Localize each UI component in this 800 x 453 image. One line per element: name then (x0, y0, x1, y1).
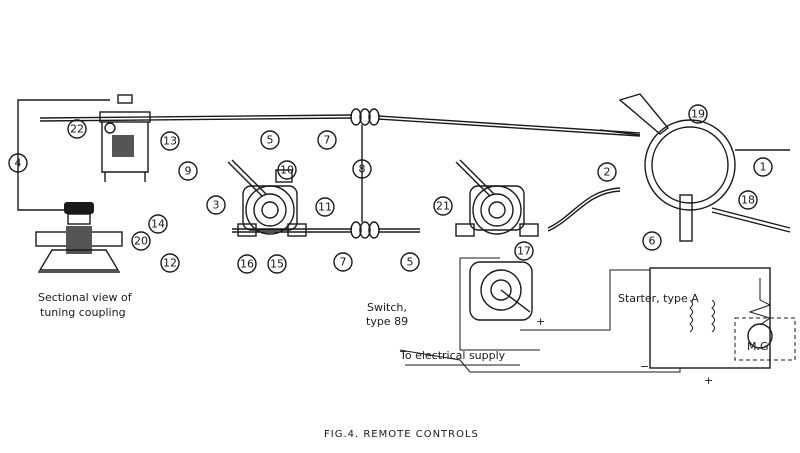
svg-text:18: 18 (741, 194, 755, 207)
svg-text:17: 17 (517, 245, 531, 258)
main-loop-unit (599, 93, 791, 242)
svg-text:4: 4 (15, 157, 22, 170)
svg-text:13: 13 (163, 135, 177, 148)
callout-10: 10 (277, 160, 297, 180)
callout-19: 19 (688, 104, 708, 124)
callout-18: 18 (738, 190, 758, 210)
upper-shaft-coupling (350, 108, 380, 126)
callout-9: 9 (178, 161, 198, 181)
callout-2: 2 (597, 162, 617, 182)
callout-20: 20 (131, 231, 151, 251)
svg-text:7: 7 (324, 134, 331, 147)
svg-text:16: 16 (240, 258, 254, 271)
svg-text:7: 7 (340, 256, 347, 269)
svg-text:22: 22 (70, 123, 84, 136)
callout-6: 6 (642, 231, 662, 251)
callout-12: 12 (160, 253, 180, 273)
svg-text:19: 19 (691, 108, 705, 121)
callout-4: 4 (8, 153, 28, 173)
control-unit-middle (455, 159, 539, 237)
svg-text:8: 8 (359, 163, 366, 176)
starter-label: Starter, type A (618, 292, 699, 305)
supply-label: To electrical supply (399, 349, 506, 362)
sectional-view-label-line1: Sectional view of (38, 291, 133, 304)
callout-11: 11 (315, 197, 335, 217)
sectional-view-label-line2: tuning coupling (40, 306, 126, 319)
figure-caption: FIG.4. REMOTE CONTROLS (324, 429, 479, 440)
callout-22: 22 (67, 119, 87, 139)
rod-to-main-unit (547, 187, 621, 232)
starter-wiring (399, 257, 796, 373)
callout-7-lower: 7 (333, 252, 353, 272)
svg-text:1: 1 (760, 161, 767, 174)
callout-21: 21 (433, 196, 453, 216)
svg-text:12: 12 (163, 257, 177, 270)
mg-label: M.G. (747, 340, 772, 353)
tuning-coupling-section (35, 202, 123, 273)
callout-13: 13 (160, 131, 180, 151)
callout-7-upper: 7 (317, 130, 337, 150)
callout-5-lower: 5 (400, 252, 420, 272)
switch-type-89 (469, 261, 533, 321)
svg-text:21: 21 (436, 200, 450, 213)
callout-14: 14 (148, 214, 168, 234)
control-unit-left (227, 159, 307, 237)
upper-control-shaft (39, 114, 641, 137)
svg-text:6: 6 (649, 235, 656, 248)
callout-16: 16 (237, 254, 257, 274)
svg-text:10: 10 (280, 164, 294, 177)
svg-text:2: 2 (604, 166, 611, 179)
tuning-unit-13 (99, 94, 151, 182)
callout-5-upper: 5 (260, 130, 280, 150)
switch-label-line2: type 89 (366, 315, 408, 328)
minus-sign: − (640, 360, 649, 373)
left-loop-rod-4 (17, 99, 110, 211)
callout-17: 17 (514, 241, 534, 261)
callout-15: 15 (267, 254, 287, 274)
callout-1: 1 (753, 157, 773, 177)
callout-8: 8 (352, 159, 372, 179)
svg-text:3: 3 (213, 199, 220, 212)
svg-text:20: 20 (134, 235, 148, 248)
switch-label-line1: Switch, (367, 301, 407, 314)
svg-text:15: 15 (270, 258, 284, 271)
plus-sign-switch: + (536, 315, 545, 328)
plus-sign-starter: + (704, 374, 713, 387)
svg-text:11: 11 (318, 201, 332, 214)
svg-text:5: 5 (267, 134, 274, 147)
svg-text:9: 9 (185, 165, 192, 178)
svg-text:5: 5 (407, 256, 414, 269)
callout-3: 3 (206, 195, 226, 215)
svg-text:14: 14 (151, 218, 165, 231)
